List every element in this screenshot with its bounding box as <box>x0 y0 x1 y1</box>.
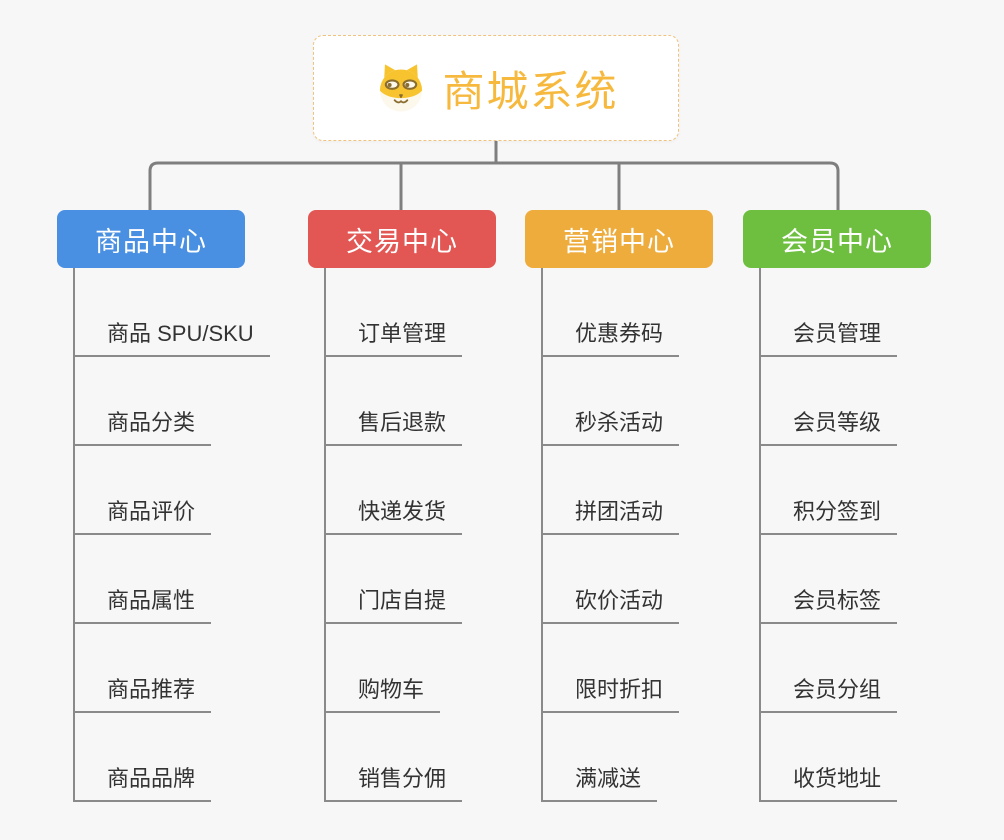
mindmap-node-item[interactable]: 积分签到 <box>759 446 931 535</box>
mindmap-node-item[interactable]: 商品分类 <box>73 357 270 446</box>
branch-header-product-center[interactable]: 商品中心 <box>57 210 245 268</box>
item-label: 秒杀活动 <box>541 405 680 446</box>
item-label: 优惠券码 <box>541 316 680 357</box>
item-label: 销售分佣 <box>324 761 463 802</box>
mindmap-node-item[interactable]: 会员分组 <box>759 624 931 713</box>
item-label: 商品属性 <box>73 583 212 624</box>
branch-children-product-center: 商品 SPU/SKU 商品分类 商品评价 商品属性 商品推荐 商品品牌 <box>73 268 270 802</box>
item-label: 商品评价 <box>73 494 212 535</box>
mindmap-node-item[interactable]: 商品评价 <box>73 446 270 535</box>
shiba-dog-icon <box>380 64 423 112</box>
item-label: 限时折扣 <box>541 672 680 713</box>
item-label: 商品推荐 <box>73 672 212 713</box>
mindmap-node-item[interactable]: 门店自提 <box>324 535 496 624</box>
mindmap-node-item[interactable]: 会员标签 <box>759 535 931 624</box>
branch-header-marketing-center[interactable]: 营销中心 <box>525 210 713 268</box>
branch-product-center: 商品中心 商品 SPU/SKU 商品分类 商品评价 商品属性 商品推荐 商品品牌 <box>57 210 270 802</box>
mindmap-node-item[interactable]: 拼团活动 <box>541 446 713 535</box>
item-label: 积分签到 <box>759 494 898 535</box>
mindmap-node-item[interactable]: 秒杀活动 <box>541 357 713 446</box>
branch-trade-center: 交易中心 订单管理 售后退款 快递发货 门店自提 购物车 销售分佣 <box>308 210 496 802</box>
mindmap-node-item[interactable]: 会员等级 <box>759 357 931 446</box>
mindmap-node-item[interactable]: 商品推荐 <box>73 624 270 713</box>
branch-marketing-center: 营销中心 优惠券码 秒杀活动 拼团活动 砍价活动 限时折扣 满减送 <box>525 210 713 802</box>
item-label: 会员等级 <box>759 405 898 446</box>
item-label: 会员分组 <box>759 672 898 713</box>
branch-member-center: 会员中心 会员管理 会员等级 积分签到 会员标签 会员分组 收货地址 <box>743 210 931 802</box>
mindmap-node-item[interactable]: 订单管理 <box>324 268 496 357</box>
mindmap-node-item[interactable]: 商品 SPU/SKU <box>73 268 270 357</box>
root-node-title: 商城系统 <box>442 67 619 115</box>
item-label: 订单管理 <box>324 316 463 357</box>
branch-bus-line <box>148 161 840 210</box>
branch-header-member-center[interactable]: 会员中心 <box>743 210 931 268</box>
mindmap-node-item[interactable]: 收货地址 <box>759 713 931 802</box>
item-label: 会员管理 <box>759 316 898 357</box>
mindmap-node-item[interactable]: 快递发货 <box>324 446 496 535</box>
branch-children-trade-center: 订单管理 售后退款 快递发货 门店自提 购物车 销售分佣 <box>324 268 496 802</box>
item-label: 购物车 <box>324 672 441 713</box>
branch-trunk-line <box>759 268 761 802</box>
item-label: 会员标签 <box>759 583 898 624</box>
mindmap-node-item[interactable]: 购物车 <box>324 624 496 713</box>
branch-children-marketing-center: 优惠券码 秒杀活动 拼团活动 砍价活动 限时折扣 满减送 <box>541 268 713 802</box>
item-label: 拼团活动 <box>541 494 680 535</box>
item-label: 售后退款 <box>324 405 463 446</box>
mindmap-node-item[interactable]: 优惠券码 <box>541 268 713 357</box>
mindmap-node-item[interactable]: 商品属性 <box>73 535 270 624</box>
mindmap-node-item[interactable]: 销售分佣 <box>324 713 496 802</box>
mindmap-node-item[interactable]: 限时折扣 <box>541 624 713 713</box>
item-label: 收货地址 <box>759 761 898 802</box>
item-label: 商品 SPU/SKU <box>73 316 270 357</box>
item-label: 砍价活动 <box>541 583 680 624</box>
mindmap-node-item[interactable]: 售后退款 <box>324 357 496 446</box>
branch-trunk-line <box>541 268 543 802</box>
branch-trunk-line <box>73 268 75 802</box>
item-label: 满减送 <box>541 761 658 802</box>
root-node-mall-system[interactable]: 商城系统 <box>313 35 679 141</box>
branch-trunk-line <box>324 268 326 802</box>
item-label: 门店自提 <box>324 583 463 624</box>
branch-header-trade-center[interactable]: 交易中心 <box>308 210 496 268</box>
mindmap-node-item[interactable]: 砍价活动 <box>541 535 713 624</box>
mindmap-node-item[interactable]: 会员管理 <box>759 268 931 357</box>
item-label: 商品分类 <box>73 405 212 446</box>
branch-children-member-center: 会员管理 会员等级 积分签到 会员标签 会员分组 收货地址 <box>759 268 931 802</box>
item-label: 快递发货 <box>324 494 463 535</box>
mindmap-node-item[interactable]: 商品品牌 <box>73 713 270 802</box>
item-label: 商品品牌 <box>73 761 212 802</box>
mindmap-node-item[interactable]: 满减送 <box>541 713 713 802</box>
